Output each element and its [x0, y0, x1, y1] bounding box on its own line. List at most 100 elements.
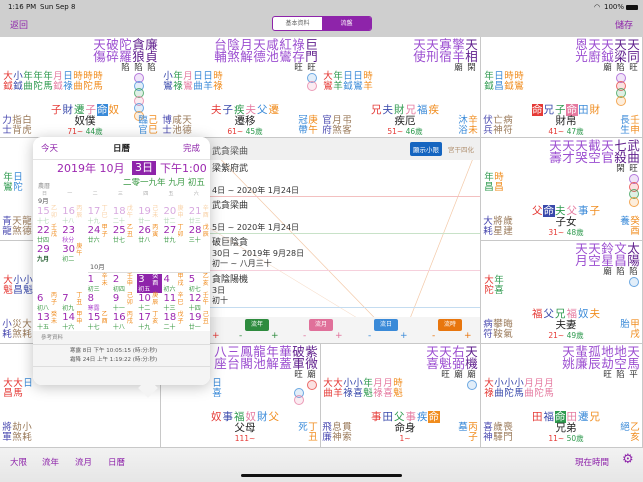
segment-flow-chart[interactable]: 流盤	[322, 17, 371, 30]
flow-plus[interactable]: +	[271, 331, 279, 341]
palace-si[interactable]: 廉貞貪狼陀羅破碎天傷陷陷陷大鉞小鉞年曲年陀年馬月鉞日祿時曲時陀時馬子財遷子命奴奴…	[0, 37, 161, 138]
flow-minus[interactable]: -	[368, 331, 372, 341]
flow-minus[interactable]: -	[303, 331, 307, 341]
item-separator	[160, 270, 480, 271]
flow-minus[interactable]: -	[432, 331, 436, 341]
selected-day-value[interactable]: 3日	[132, 161, 156, 175]
minor-star: 天馬	[627, 344, 640, 371]
done-button[interactable]: 完成	[183, 144, 201, 154]
flow-minus[interactable]: -	[239, 331, 243, 341]
palace-tags: 福父兄福奴夫	[521, 308, 611, 320]
today-button[interactable]: 今天	[41, 144, 59, 154]
segment-basic-info[interactable]: 基本資料	[285, 20, 310, 27]
flow-star: 小魁	[23, 275, 33, 296]
time-value[interactable]: 下午1:00	[160, 162, 207, 175]
list-header: 武貪梁曲 顯示小限 宮干四化	[160, 138, 480, 160]
flow-button-2[interactable]: 流月	[309, 319, 333, 331]
back-button[interactable]: 返回	[10, 21, 29, 31]
flow-star-list: 大鸞年羊日鉞日鸞時羊	[323, 72, 373, 92]
palace-tags: 兄夫財兄福疾	[360, 104, 450, 116]
flow-plus[interactable]: +	[464, 331, 472, 341]
save-button[interactable]: 儲存	[615, 21, 634, 31]
flow-star-list: 日喜	[212, 379, 222, 399]
daxian-plus[interactable]: +	[212, 331, 220, 341]
lunar-day: 九月	[37, 256, 50, 263]
spirit-star: 月煞	[332, 115, 342, 136]
flow-plus[interactable]: +	[400, 331, 408, 341]
stem-branch: 冠帶庚午	[298, 116, 318, 136]
flow-button-3[interactable]: 流日	[374, 319, 398, 331]
minor-star: 天使	[413, 37, 426, 64]
flow-star: 年魁	[363, 378, 373, 399]
day-ganzhi: 壬申	[126, 273, 133, 287]
minor-star: 八座	[214, 344, 227, 371]
tab-calendar[interactable]: 日曆	[108, 458, 126, 468]
gear-icon[interactable]: ⚙	[622, 452, 634, 467]
flow-star: 大陀	[484, 275, 494, 296]
major-star: 廉貞	[145, 37, 158, 64]
day-number: 13	[37, 312, 50, 323]
tab-year[interactable]: 流年	[42, 458, 60, 468]
flow-button-1[interactable]: 流年	[245, 319, 269, 331]
star-brightness: 陷	[616, 63, 625, 73]
stem-transform-button[interactable]: 宮干四化	[448, 146, 474, 154]
tab-decade[interactable]: 大限	[10, 458, 28, 468]
show-small-limit-button[interactable]: 顯示小限	[410, 142, 442, 156]
flow-button-4[interactable]: 流時	[438, 319, 462, 331]
item-date: 5日 ~ 2020年 1月24日	[212, 223, 300, 232]
spirit-star: 災煞	[12, 319, 22, 340]
tab-month[interactable]: 流月	[75, 458, 93, 468]
spirit-star: 弔客	[342, 115, 352, 136]
flow-star: 日喜	[212, 378, 222, 399]
flow-plus[interactable]: +	[335, 331, 343, 341]
year-month-value[interactable]: 2019年 10月	[57, 162, 125, 175]
current-time-button[interactable]: 現在時間	[575, 458, 610, 468]
